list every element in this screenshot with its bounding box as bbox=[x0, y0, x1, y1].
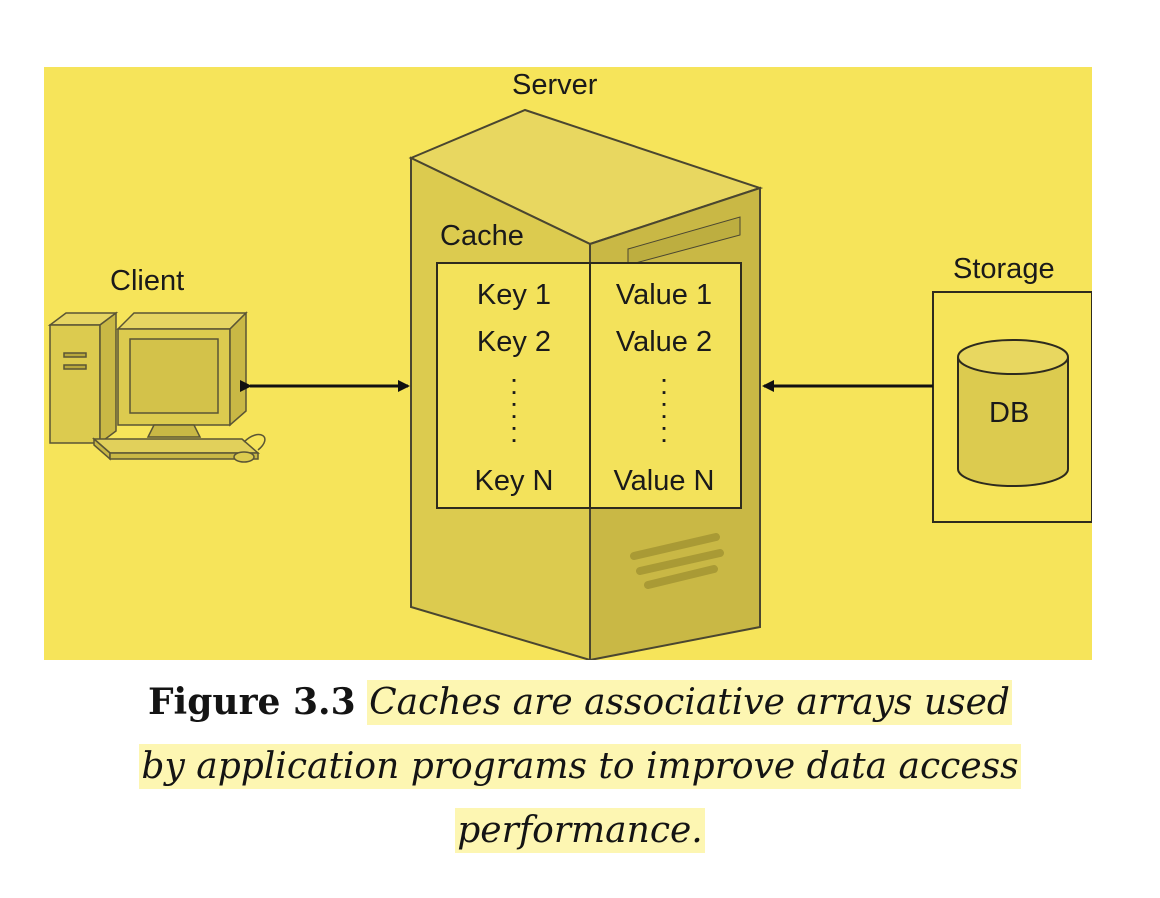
client-label: Client bbox=[110, 265, 185, 297]
cache-table bbox=[436, 262, 742, 509]
figure-caption: Figure 3.3 Caches are associative arrays… bbox=[0, 670, 1160, 863]
cache-key-n: Key N bbox=[474, 465, 554, 497]
figure-number: Figure 3.3 bbox=[148, 681, 356, 723]
caption-line-1: Figure 3.3 Caches are associative arrays… bbox=[0, 670, 1160, 735]
cache-key-ellipsis-1: : bbox=[509, 369, 519, 401]
cache-value-1: Value 1 bbox=[615, 279, 713, 311]
cache-key-1: Key 1 bbox=[476, 279, 552, 311]
storage-label: Storage bbox=[953, 253, 1055, 285]
client-computer-icon bbox=[47, 311, 266, 463]
caption-line-3: performance. bbox=[0, 799, 1160, 863]
cache-label: Cache bbox=[440, 220, 524, 252]
database-cylinder-icon bbox=[957, 339, 1069, 487]
cache-key-ellipsis-3: : bbox=[509, 417, 519, 449]
server-label: Server bbox=[512, 69, 598, 101]
caption-text-3: performance. bbox=[455, 808, 705, 853]
cache-key-2: Key 2 bbox=[476, 326, 552, 358]
caption-text-1: Caches are associative arrays used bbox=[367, 680, 1012, 725]
cache-value-ellipsis-2: : bbox=[659, 393, 669, 425]
cache-value-2: Value 2 bbox=[615, 326, 713, 358]
cache-diagram: Server Client Cache Storage DB Key 1 Key… bbox=[44, 67, 1092, 660]
cache-key-ellipsis-2: : bbox=[509, 393, 519, 425]
cache-value-ellipsis-1: : bbox=[659, 369, 669, 401]
db-label: DB bbox=[989, 397, 1030, 429]
diagram-graphics bbox=[47, 108, 1092, 660]
caption-text-2: by application programs to improve data … bbox=[139, 744, 1021, 789]
cache-value-n: Value N bbox=[613, 465, 715, 497]
caption-line-2: by application programs to improve data … bbox=[0, 735, 1160, 799]
cache-value-ellipsis-3: : bbox=[659, 417, 669, 449]
